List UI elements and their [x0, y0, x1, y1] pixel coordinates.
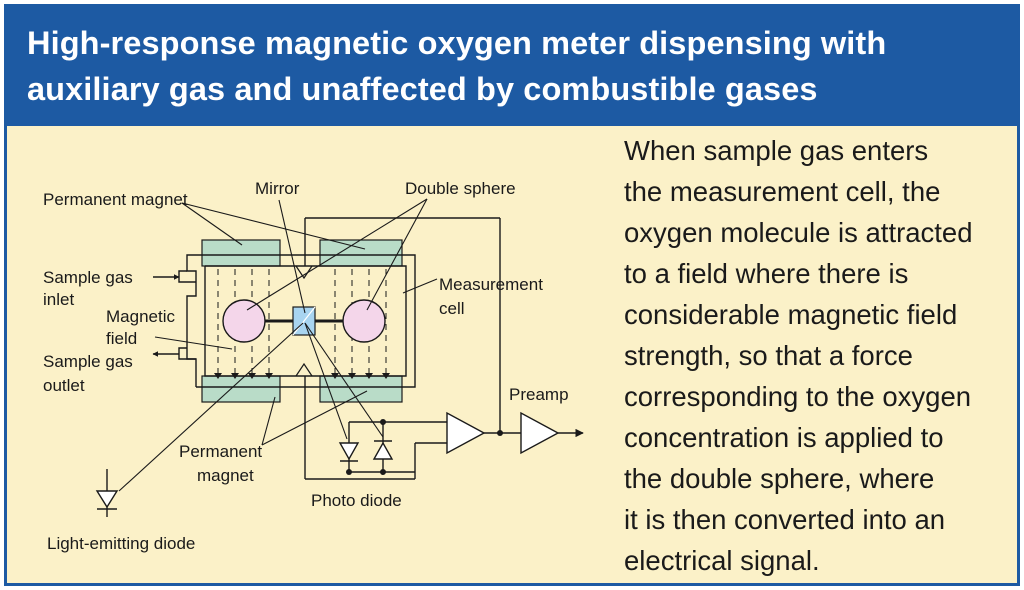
title-line-1: High-response magnetic oxygen meter disp… [27, 25, 887, 61]
label-permanent-magnet-top: Permanent magnet [43, 190, 188, 209]
measurement-cell [186, 254, 416, 388]
label-magnetic-field-2: field [106, 329, 137, 348]
figure-panel: High-response magnetic oxygen meter disp… [4, 4, 1020, 586]
description-line: oxygen molecule is attracted [624, 217, 973, 248]
label-photo-diode: Photo diode [311, 491, 402, 510]
suspension-top [295, 265, 313, 280]
label-sample-gas-inlet-2: inlet [43, 290, 74, 309]
label-permanent-magnet-bottom-1: Permanent [179, 442, 262, 461]
label-permanent-magnet-bottom-2: magnet [197, 466, 254, 485]
description-line: When sample gas enters [624, 135, 929, 166]
description-line: strength, so that a force [624, 340, 913, 371]
label-sample-gas-outlet-1: Sample gas [43, 352, 133, 371]
signal-wires [304, 217, 584, 438]
description-line: corresponding to the oxygen [624, 381, 972, 412]
light-paths [118, 322, 384, 492]
description-line: the measurement cell, the [624, 176, 941, 207]
label-magnetic-field-1: Magnetic [106, 307, 175, 326]
label-double-sphere: Double sphere [405, 179, 516, 198]
label-sample-gas-inlet-1: Sample gas [43, 268, 133, 287]
oxygen-meter-diagram: Permanent magnet Mirror Double sphere Sa… [43, 179, 584, 553]
description-line: electrical signal. [624, 545, 820, 576]
field-arrowheads [214, 373, 390, 379]
double-sphere-right [342, 299, 386, 343]
label-mirror: Mirror [255, 179, 300, 198]
circuit-dots [346, 419, 503, 475]
permanent-magnet-top-right [319, 239, 403, 267]
description-line: it is then converted into an [624, 504, 946, 535]
description-line: concentration is applied to [624, 422, 944, 453]
description-line: the double sphere, where [624, 463, 935, 494]
double-sphere-left [222, 299, 266, 343]
title-line-2: auxiliary gas and unaffected by combusti… [27, 71, 818, 107]
label-preamp: Preamp [509, 385, 569, 404]
label-light-emitting-diode: Light-emitting diode [47, 534, 195, 553]
description-line: to a field where there is [624, 258, 909, 289]
label-measurement-cell-1: Measurement [439, 275, 543, 294]
description-line: considerable magnetic field [624, 299, 958, 330]
photo-diode-circuit [304, 376, 447, 480]
suspension-bottom [295, 362, 313, 377]
light-emitting-diode [95, 469, 119, 517]
label-sample-gas-outlet-2: outlet [43, 376, 85, 395]
preamp [520, 411, 560, 455]
label-measurement-cell-2: cell [439, 299, 465, 318]
title-bar: High-response magnetic oxygen meter disp… [7, 7, 1017, 126]
amplifier-1 [446, 411, 486, 455]
